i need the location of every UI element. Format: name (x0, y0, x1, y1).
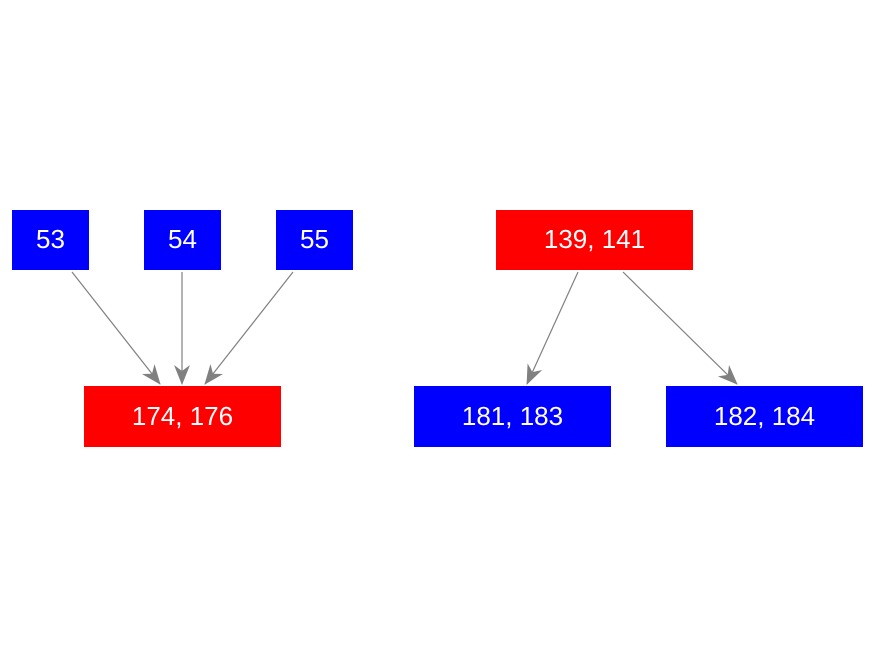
node-181-183: 181, 183 (414, 386, 611, 447)
edges (71, 271, 738, 385)
edge-53-to-174-176 (71, 271, 161, 385)
node-53: 53 (12, 210, 89, 270)
node-181-183-box (414, 386, 611, 447)
node-182-184-box (666, 386, 863, 447)
node-54-label: 54 (168, 224, 197, 254)
node-53-box (12, 210, 89, 270)
node-174-176-box (84, 386, 281, 447)
node-174-176-label: 174, 176 (132, 401, 233, 431)
node-181-183-label: 181, 183 (462, 401, 563, 431)
node-53-label: 53 (36, 224, 65, 254)
node-182-184-label: 182, 184 (714, 401, 815, 431)
node-54: 54 (144, 210, 221, 270)
node-54-box (144, 210, 221, 270)
edge-139-141-to-182-184 (622, 271, 738, 385)
edge-55-to-174-176 (204, 271, 294, 385)
node-139-141-box (496, 210, 693, 270)
node-55-box (276, 210, 353, 270)
node-139-141: 139, 141 (496, 210, 693, 270)
node-139-141-label: 139, 141 (544, 224, 645, 254)
node-55-label: 55 (300, 224, 329, 254)
edge-139-141-to-181-183 (526, 271, 579, 385)
node-55: 55 (276, 210, 353, 270)
node-182-184: 182, 184 (666, 386, 863, 447)
node-174-176: 174, 176 (84, 386, 281, 447)
